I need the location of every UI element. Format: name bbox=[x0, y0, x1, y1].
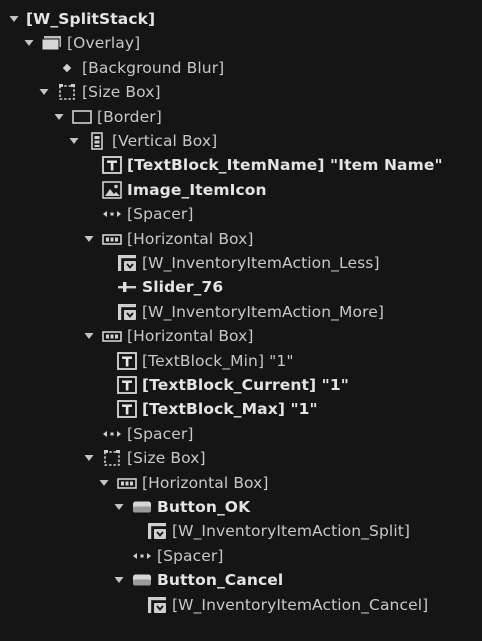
tree-row[interactable]: [Border] bbox=[0, 105, 482, 129]
tree-row[interactable]: [TextBlock_ItemName] "Item Name" bbox=[0, 153, 482, 177]
tree-row-label: [Border] bbox=[97, 107, 162, 126]
text-icon bbox=[116, 376, 138, 394]
tree-row[interactable]: [Vertical Box] bbox=[0, 129, 482, 153]
expand-arrow-icon[interactable] bbox=[83, 233, 95, 245]
image-icon bbox=[101, 180, 123, 199]
user-widget-icon bbox=[146, 596, 168, 614]
tree-row[interactable]: [Size Box] bbox=[0, 80, 482, 104]
button-icon bbox=[131, 571, 153, 589]
expand-arrow-icon[interactable] bbox=[23, 37, 35, 49]
text-icon bbox=[116, 351, 138, 370]
tree-row[interactable]: [W_InventoryItemAction_Cancel] bbox=[0, 593, 482, 617]
text-icon bbox=[101, 156, 123, 175]
tree-row[interactable]: [TextBlock_Max] "1" bbox=[0, 397, 482, 421]
size-box-icon bbox=[101, 449, 123, 467]
tree-row-label: [Spacer] bbox=[157, 546, 224, 565]
tree-row[interactable]: [TextBlock_Current] "1" bbox=[0, 373, 482, 397]
expand-arrow-icon[interactable] bbox=[113, 501, 125, 513]
horizontal-box-icon bbox=[116, 474, 138, 492]
expand-arrow-icon[interactable] bbox=[113, 574, 125, 586]
tree-row[interactable]: [Overlay] bbox=[0, 31, 482, 55]
user-widget-icon bbox=[146, 522, 168, 540]
tree-row[interactable]: [Spacer] bbox=[0, 202, 482, 226]
tree-row[interactable]: Button_OK bbox=[0, 495, 482, 519]
tree-row[interactable]: [Spacer] bbox=[0, 422, 482, 446]
tree-row-label: Slider_76 bbox=[142, 278, 224, 297]
tree-row[interactable]: Slider_76 bbox=[0, 275, 482, 299]
vertical-box-icon bbox=[86, 132, 108, 150]
expand-arrow-icon[interactable] bbox=[53, 111, 65, 123]
tree-row[interactable]: [Horizontal Box] bbox=[0, 227, 482, 251]
user-widget-icon bbox=[116, 254, 138, 272]
tree-row-label: [TextBlock_Max] "1" bbox=[142, 400, 318, 419]
expand-arrow-icon[interactable] bbox=[8, 13, 20, 25]
button-icon bbox=[131, 498, 153, 516]
tree-row-label: Button_OK bbox=[157, 498, 251, 516]
tree-row-label: [Overlay] bbox=[67, 34, 141, 53]
spacer-icon bbox=[101, 425, 123, 443]
tree-row-label: [TextBlock_ItemName] "Item Name" bbox=[127, 156, 443, 175]
size-box-icon bbox=[56, 83, 78, 101]
text-icon bbox=[116, 400, 138, 419]
expand-arrow-icon[interactable] bbox=[83, 452, 95, 464]
expand-arrow-icon[interactable] bbox=[98, 477, 110, 489]
tree-row[interactable]: [Background Blur] bbox=[0, 56, 482, 80]
tree-row-label: [W_InventoryItemAction_Less] bbox=[142, 254, 380, 272]
tree-row-label: [Horizontal Box] bbox=[127, 327, 254, 346]
tree-row-label: [Spacer] bbox=[127, 205, 194, 224]
overlay-icon bbox=[41, 34, 63, 52]
tree-row-label: [Size Box] bbox=[82, 83, 161, 102]
dot-icon bbox=[56, 59, 78, 77]
tree-row[interactable]: Button_Cancel bbox=[0, 568, 482, 592]
expand-arrow-icon[interactable] bbox=[83, 330, 95, 342]
tree-row[interactable]: [Horizontal Box] bbox=[0, 324, 482, 348]
tree-row[interactable]: [W_InventoryItemAction_More] bbox=[0, 300, 482, 324]
expand-arrow-icon[interactable] bbox=[68, 135, 80, 147]
tree-row-label: [TextBlock_Current] "1" bbox=[142, 376, 349, 394]
horizontal-box-icon bbox=[101, 327, 123, 345]
tree-row-label: [Horizontal Box] bbox=[142, 473, 269, 492]
tree-row[interactable]: [Size Box] bbox=[0, 446, 482, 470]
tree-row[interactable]: [W_InventoryItemAction_Split] bbox=[0, 519, 482, 543]
spacer-icon bbox=[131, 547, 153, 565]
tree-row[interactable]: [Spacer] bbox=[0, 544, 482, 568]
tree-row-label: [Vertical Box] bbox=[112, 132, 218, 150]
horizontal-box-icon bbox=[101, 230, 123, 248]
tree-row[interactable]: [W_SplitStack] bbox=[0, 7, 482, 31]
tree-row[interactable]: [Horizontal Box] bbox=[0, 471, 482, 495]
user-widget-icon bbox=[116, 303, 138, 321]
tree-row-label: [Horizontal Box] bbox=[127, 229, 254, 248]
tree-row[interactable]: [TextBlock_Min] "1" bbox=[0, 349, 482, 373]
spacer-icon bbox=[101, 205, 123, 223]
tree-row-label: [Background Blur] bbox=[82, 58, 225, 77]
tree-row-label: [W_SplitStack] bbox=[26, 10, 156, 28]
slider-icon bbox=[116, 278, 138, 296]
tree-row-label: Button_Cancel bbox=[157, 571, 284, 590]
tree-row-label: [TextBlock_Min] "1" bbox=[142, 351, 294, 370]
tree-row[interactable]: Image_ItemIcon bbox=[0, 178, 482, 202]
tree-row-label: Image_ItemIcon bbox=[127, 180, 267, 199]
expand-arrow-icon[interactable] bbox=[38, 86, 50, 98]
tree-row-label: [W_InventoryItemAction_More] bbox=[142, 302, 385, 321]
border-icon bbox=[71, 108, 93, 126]
tree-row[interactable]: [W_InventoryItemAction_Less] bbox=[0, 251, 482, 275]
tree-row-label: [W_InventoryItemAction_Split] bbox=[172, 522, 411, 541]
tree-row-label: [Spacer] bbox=[127, 424, 194, 443]
tree-row-label: [Size Box] bbox=[127, 449, 206, 468]
tree-row-label: [W_InventoryItemAction_Cancel] bbox=[172, 595, 429, 614]
